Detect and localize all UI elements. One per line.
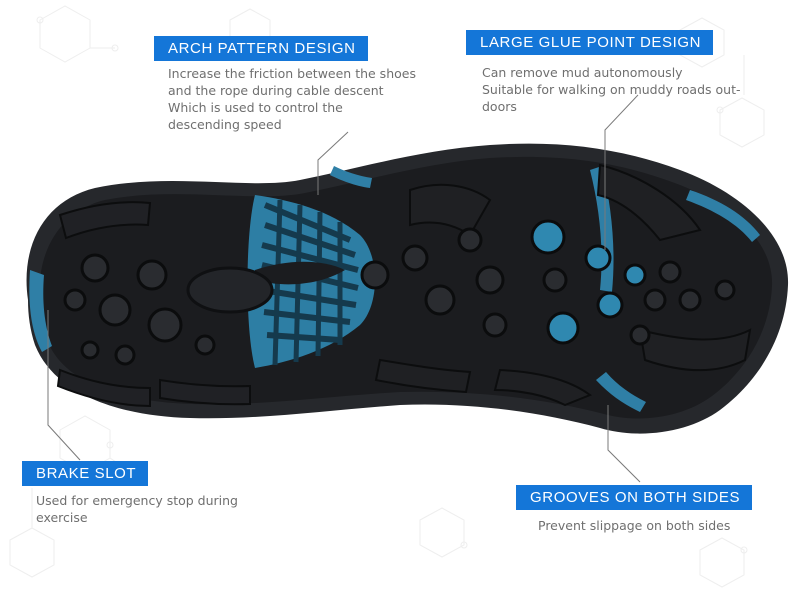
brake-slot-description: Used for emergency stop during exercise bbox=[36, 492, 238, 526]
heel-glue-points bbox=[63, 253, 216, 366]
brake-desc-line-1: Used for emergency stop during bbox=[36, 493, 238, 508]
arch-pattern-title: ARCH PATTERN DESIGN bbox=[154, 36, 368, 61]
sole-body bbox=[26, 143, 789, 434]
arch-desc-line-1: Increase the friction between the shoes bbox=[168, 66, 416, 81]
grooves-description: Prevent slippage on both sides bbox=[538, 517, 730, 534]
grooves-title: GROOVES ON BOTH SIDES bbox=[516, 485, 753, 510]
grooves-leader-line bbox=[607, 405, 641, 483]
brake-leader-line bbox=[47, 310, 81, 461]
arch-desc-line-3: Which is used to control the bbox=[168, 100, 343, 115]
glue-desc-line-1: Can remove mud autonomously bbox=[482, 65, 683, 80]
brake-slot-title: BRAKE SLOT bbox=[22, 461, 149, 486]
brake-desc-line-2: exercise bbox=[36, 510, 88, 525]
hexagon-background-pattern bbox=[9, 5, 765, 588]
arch-pattern-description: Increase the friction between the shoes … bbox=[168, 65, 416, 133]
arch-pattern bbox=[186, 195, 375, 368]
arch-desc-line-4: descending speed bbox=[168, 117, 282, 132]
heel-lugs bbox=[56, 201, 251, 408]
forefoot-glue-points bbox=[360, 219, 736, 346]
forefoot-lugs bbox=[374, 163, 752, 407]
callout-leader-lines bbox=[47, 94, 641, 483]
glue-point-description: Can remove mud autonomously Suitable for… bbox=[482, 64, 740, 115]
glue-leader-line bbox=[604, 94, 639, 250]
glue-point-title: LARGE GLUE POINT DESIGN bbox=[466, 30, 714, 55]
glue-desc-line-2: Suitable for walking on muddy roads out- bbox=[482, 82, 741, 97]
arch-leader-line bbox=[317, 131, 349, 195]
arch-desc-line-2: and the rope during cable descent bbox=[168, 83, 384, 98]
glue-desc-line-3: doors bbox=[482, 99, 517, 114]
grooves-desc-line-1: Prevent slippage on both sides bbox=[538, 518, 731, 533]
